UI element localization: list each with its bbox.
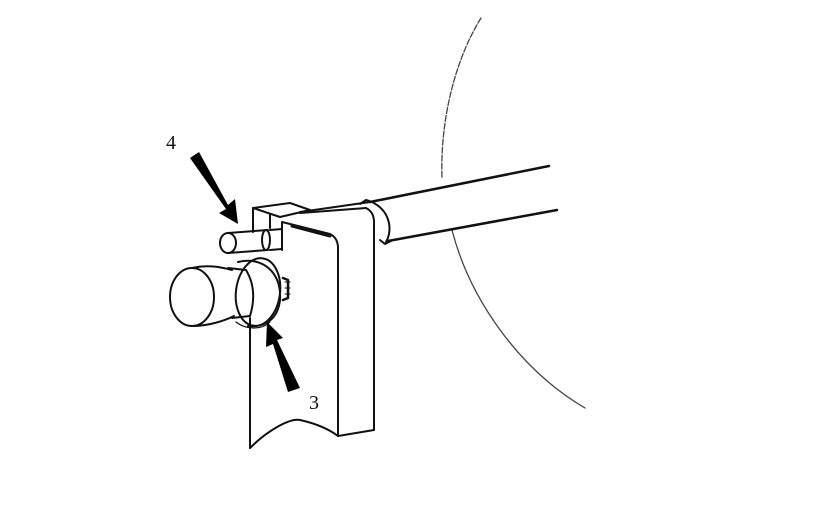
knob [169, 265, 255, 327]
top-clamp-block [252, 201, 371, 233]
pin [219, 228, 283, 254]
collar-ring [234, 257, 291, 329]
shaft-tube [359, 164, 559, 245]
disc-arc-outline [441, 17, 586, 409]
callout-label-3: 3 [309, 392, 319, 414]
callout-arrow-3 [266, 322, 300, 392]
callout-label-4: 4 [166, 132, 176, 154]
callout-arrow-4 [190, 152, 238, 224]
bracket-plate [249, 207, 375, 449]
